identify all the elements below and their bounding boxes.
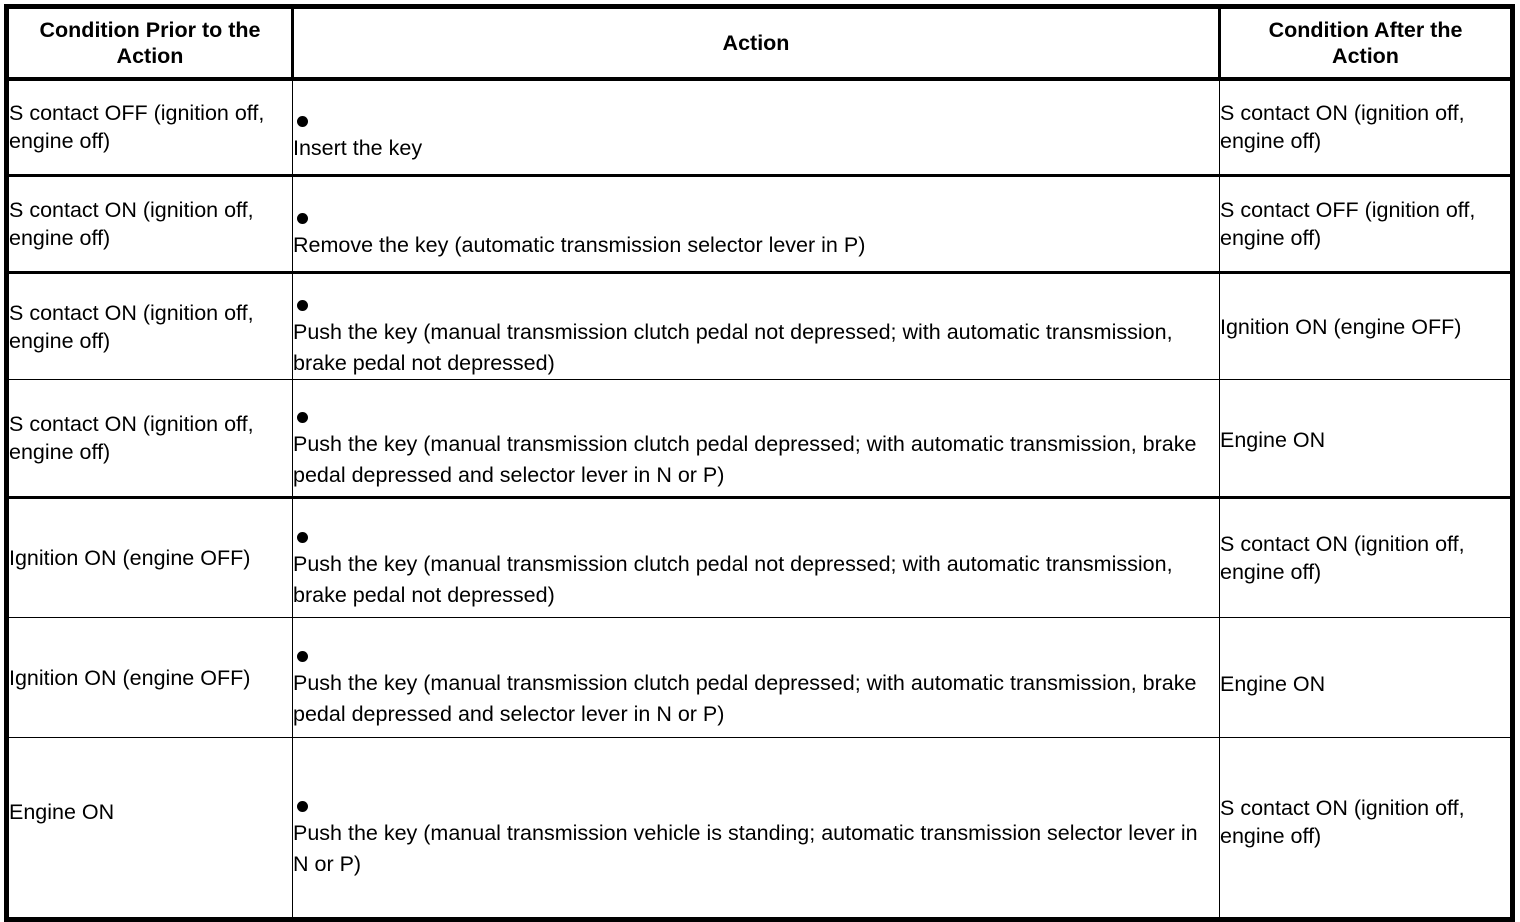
table-header: Condition Prior to the Action Action Con… [6, 6, 1513, 81]
cell-action: Push the key (manual transmission clutch… [292, 272, 1220, 380]
action-bullet-item: Push the key (manual transmission clutch… [293, 289, 1219, 379]
condition-after-text: Engine ON [1220, 671, 1326, 696]
table-row: S contact OFF (ignition off, engine off)… [6, 78, 1513, 177]
cell-action: Push the key (manual transmission clutch… [292, 497, 1220, 618]
cell-condition-prior: Ignition ON (engine OFF) [6, 497, 293, 618]
bullet-icon [297, 213, 308, 224]
action-text: Push the key (manual transmission clutch… [293, 671, 1197, 726]
condition-after-text: S contact ON (ignition off, engine off) [1220, 795, 1465, 848]
condition-after-text: S contact OFF (ignition off, engine off) [1220, 198, 1476, 250]
cell-condition-after: S contact ON (ignition off, engine off) [1219, 78, 1513, 177]
cell-condition-after: Ignition ON (engine OFF) [1219, 272, 1513, 380]
cell-action: Insert the key [292, 78, 1220, 177]
bullet-icon [297, 116, 308, 128]
cell-action: Push the key (manual transmission vehicl… [292, 737, 1220, 920]
action-bullet-item: Remove the key (automatic transmission s… [293, 202, 1219, 261]
column-header-condition-after-line2: Action [1332, 43, 1399, 68]
action-bullet-item: Push the key (manual transmission clutch… [293, 640, 1219, 730]
condition-prior-text: Engine ON [9, 799, 115, 824]
bullet-icon [297, 531, 308, 543]
column-header-action-label: Action [722, 30, 790, 55]
table-row: S contact ON (ignition off, engine off) … [6, 272, 1513, 380]
cell-condition-after: Engine ON [1219, 617, 1513, 738]
cell-condition-prior: Engine ON [6, 737, 293, 920]
bullet-icon [297, 300, 308, 311]
action-bullet-item: Push the key (manual transmission clutch… [293, 521, 1219, 611]
condition-after-text: Engine ON [1220, 428, 1326, 452]
table-row: Ignition ON (engine OFF) Push the key (m… [6, 617, 1513, 738]
state-transition-table-container: Condition Prior to the Action Action Con… [4, 4, 1515, 922]
condition-after-text: Ignition ON (engine OFF) [1220, 314, 1462, 339]
column-header-condition-prior-line2: Action [116, 43, 184, 68]
table-body: S contact OFF (ignition off, engine off)… [6, 78, 1513, 920]
cell-condition-prior: S contact ON (ignition off, engine off) [6, 272, 293, 380]
bullet-icon [297, 651, 308, 662]
cell-action: Push the key (manual transmission clutch… [292, 617, 1220, 738]
table-row: Engine ON Push the key (manual transmiss… [6, 737, 1513, 920]
cell-condition-after: S contact ON (ignition off, engine off) [1219, 497, 1513, 618]
action-text: Push the key (manual transmission vehicl… [293, 821, 1198, 876]
cell-condition-after: Engine ON [1219, 379, 1513, 499]
condition-prior-text: Ignition ON (engine OFF) [9, 546, 251, 570]
bullet-icon [297, 411, 308, 423]
cell-condition-prior: S contact ON (ignition off, engine off) [6, 175, 293, 274]
condition-prior-text: S contact ON (ignition off, engine off) [9, 300, 254, 353]
action-bullet-item: Insert the key [293, 105, 1219, 164]
condition-prior-text: Ignition ON (engine OFF) [9, 665, 251, 690]
action-bullet-item: Push the key (manual transmission vehicl… [293, 790, 1219, 880]
cell-condition-prior: S contact ON (ignition off, engine off) [6, 379, 293, 499]
header-row: Condition Prior to the Action Action Con… [6, 6, 1513, 81]
condition-prior-text: S contact ON (ignition off, engine off) [9, 412, 254, 464]
cell-condition-after: S contact OFF (ignition off, engine off) [1219, 175, 1513, 274]
condition-after-text: S contact ON (ignition off, engine off) [1220, 101, 1465, 154]
action-text: Remove the key (automatic transmission s… [293, 233, 866, 257]
action-text: Push the key (manual transmission clutch… [293, 431, 1197, 487]
cell-condition-after: S contact ON (ignition off, engine off) [1219, 737, 1513, 920]
table-row: Ignition ON (engine OFF) Push the key (m… [6, 497, 1513, 618]
cell-condition-prior: S contact OFF (ignition off, engine off) [6, 78, 293, 177]
condition-after-text: S contact ON (ignition off, engine off) [1220, 532, 1465, 584]
condition-prior-text: S contact OFF (ignition off, engine off) [9, 101, 265, 154]
bullet-icon [297, 801, 308, 812]
table-row: S contact ON (ignition off, engine off) … [6, 175, 1513, 274]
action-text: Push the key (manual transmission clutch… [293, 551, 1173, 607]
action-text: Insert the key [293, 136, 423, 161]
column-header-condition-prior: Condition Prior to the Action [6, 6, 294, 81]
column-header-condition-prior-line1: Condition Prior to the [39, 17, 261, 42]
cell-condition-prior: Ignition ON (engine OFF) [6, 617, 293, 738]
column-header-condition-after-line1: Condition After the [1268, 17, 1463, 42]
table-row: S contact ON (ignition off, engine off) … [6, 379, 1513, 499]
state-transition-table: Condition Prior to the Action Action Con… [4, 4, 1515, 922]
cell-action: Push the key (manual transmission clutch… [292, 379, 1220, 499]
cell-action: Remove the key (automatic transmission s… [292, 175, 1220, 274]
column-header-action: Action [292, 6, 1220, 81]
action-text: Push the key (manual transmission clutch… [293, 320, 1173, 375]
column-header-condition-after: Condition After the Action [1218, 6, 1513, 81]
condition-prior-text: S contact ON (ignition off, engine off) [9, 198, 254, 250]
action-bullet-item: Push the key (manual transmission clutch… [293, 401, 1219, 491]
